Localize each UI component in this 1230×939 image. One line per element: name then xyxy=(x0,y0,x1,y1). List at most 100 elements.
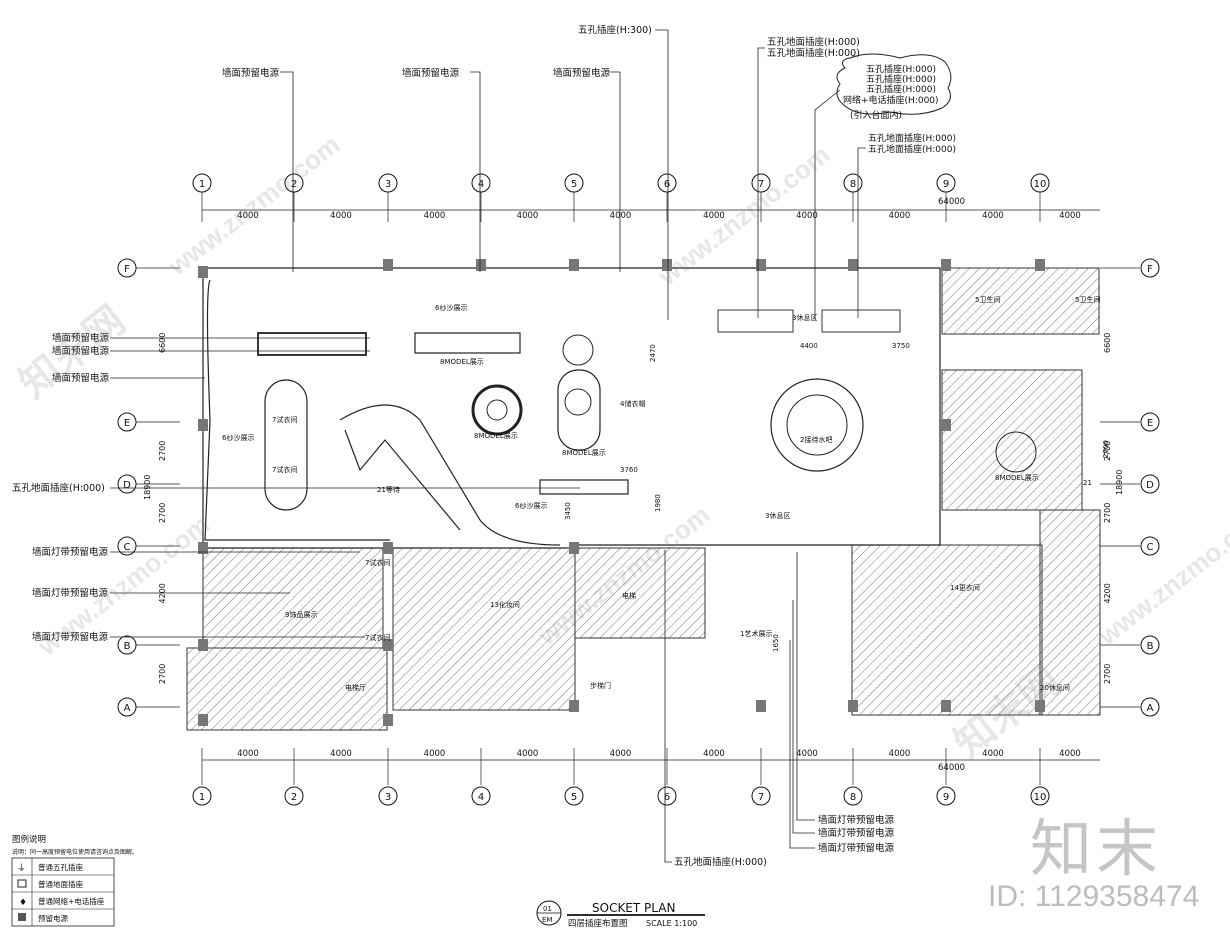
room-label: 21 xyxy=(1083,479,1092,487)
axis-label-right: E xyxy=(1147,418,1153,429)
axis-bubble-top xyxy=(284,173,304,193)
structural-column xyxy=(198,542,208,554)
dim-top: 4000 xyxy=(610,211,632,221)
room-label: 20休息间 xyxy=(1040,683,1070,692)
axis-bubble-left xyxy=(117,635,137,655)
axis-bubble-bottom xyxy=(936,786,956,806)
axis-bubble-top xyxy=(1030,173,1050,193)
room-label: 8MODEL展示 xyxy=(474,432,518,440)
axis-label-bottom: 8 xyxy=(850,792,856,803)
structural-columns xyxy=(198,259,1045,726)
room-label: 3休息区 xyxy=(792,313,817,322)
inner-dim: 1980 xyxy=(654,494,662,512)
bubble-top: 01 xyxy=(543,905,552,913)
legend-item: 普通网络+电话插座 xyxy=(38,896,105,906)
structural-column xyxy=(198,714,208,726)
inner-dim: 3450 xyxy=(564,502,572,520)
inner-dim: 2470 xyxy=(649,344,657,362)
axis-label-left: E xyxy=(124,418,130,429)
dim-right: 6600 xyxy=(1103,333,1112,353)
structural-column xyxy=(383,639,393,651)
reserved-power-icon xyxy=(18,913,26,921)
callout-left-1: 墙面预留电源 xyxy=(52,332,110,344)
room-label: 6纱沙展示 xyxy=(515,502,547,510)
dim-bottom: 4000 xyxy=(330,749,352,759)
room-label: 6纱沙展示 xyxy=(435,304,467,312)
zone-top-right xyxy=(941,267,1100,335)
callout-top-1: 墙面预留电源 xyxy=(222,67,280,79)
structural-column xyxy=(941,259,951,271)
inner-dim: 1650 xyxy=(772,634,780,652)
room-label: 电梯 xyxy=(622,591,636,600)
axis-label-left: C xyxy=(124,542,131,553)
axis-bubble-right xyxy=(1140,474,1160,494)
axis-bubble-left xyxy=(117,258,137,278)
dim-left: 2700 xyxy=(158,664,167,684)
cloud-line-2: 五孔插座(H:000) xyxy=(866,73,936,85)
legend-item: 普通五孔插座 xyxy=(38,862,83,872)
axis-label-bottom: 5 xyxy=(571,792,577,803)
room-label: 6纱沙展示 xyxy=(222,434,254,442)
axis-label-right: F xyxy=(1147,264,1153,275)
dim-top: 4000 xyxy=(889,211,911,221)
zone-right-model xyxy=(941,369,1083,511)
callout-left-text: 墙面预留电源 墙面预留电源 墙面预留电源 五孔地面插座(H:000) 墙面灯带预… xyxy=(12,332,110,643)
meeting-tables xyxy=(717,309,901,333)
axis-label-top: 4 xyxy=(478,179,484,190)
dim-bottom: 4000 xyxy=(517,749,539,759)
callout-left-6: 墙面灯带预留电源 xyxy=(32,587,109,599)
callout-bottom-2: 墙面灯带预留电源 xyxy=(818,814,895,826)
bottom-total-dim: 64000 xyxy=(938,763,965,773)
callout-top-5: 五孔地面插座(H:000) xyxy=(767,36,860,48)
axis-bubble-left xyxy=(117,474,137,494)
inner-dim: 3760 xyxy=(620,466,638,474)
structural-column xyxy=(569,259,579,271)
callout-left-7: 墙面灯带预留电源 xyxy=(32,631,109,643)
zone-stair xyxy=(186,647,388,731)
callout-bottom-4: 墙面灯带预留电源 xyxy=(818,842,895,854)
axis-label-left: A xyxy=(124,703,131,714)
right-total-dim: 18900 xyxy=(1115,470,1124,495)
dim-left: 2700 xyxy=(158,441,167,461)
axis-bubble-top xyxy=(657,173,677,193)
callout-right-top-1: 五孔地面插座(H:000) xyxy=(868,132,956,144)
callout-cloud-text: 五孔插座(H:000) 五孔插座(H:000) 五孔插座(H:000) 网络+电… xyxy=(843,63,939,121)
axis-label-right: A xyxy=(1147,703,1154,714)
legend: 图例说明 说明：同一高度预留电位使用请咨询点及图解。 ⏚ ♦ 普通五孔插座 普通… xyxy=(11,834,138,927)
axis-bubble-top xyxy=(471,173,491,193)
zone-rest xyxy=(1039,509,1101,716)
cloud-line-4: 网络+电话插座(H:000) xyxy=(843,94,939,106)
legend-item: 普通地面插座 xyxy=(38,879,83,889)
room-label: 7试衣间 xyxy=(272,415,297,424)
axis-bubble-bottom xyxy=(192,786,212,806)
dim-bottom: 4000 xyxy=(610,749,632,759)
dim-top: 4000 xyxy=(517,211,539,221)
dim-left: 2700 xyxy=(158,503,167,523)
axis-bubble-top xyxy=(751,173,771,193)
room-label: 8MODEL展示 xyxy=(562,449,606,457)
dim-top: 4000 xyxy=(237,211,259,221)
axis-bubble-left xyxy=(117,536,137,556)
structural-column xyxy=(662,259,672,271)
structural-column xyxy=(198,266,208,278)
structural-column xyxy=(383,259,393,271)
top-total-dim: 64000 xyxy=(938,197,965,207)
axis-bubble-bottom xyxy=(843,786,863,806)
legend-item: 预留电源 xyxy=(38,913,68,923)
axis-bubble-bottom xyxy=(751,786,771,806)
structural-column xyxy=(1035,259,1045,271)
axis-label-left: D xyxy=(123,480,131,491)
axis-bubble-bottom xyxy=(284,786,304,806)
dim-left: 6600 xyxy=(158,333,167,353)
structural-column xyxy=(756,259,766,271)
room-label: 8MODEL展示 xyxy=(440,358,484,366)
callout-left-2: 墙面预留电源 xyxy=(52,345,110,357)
axis-label-top: 2 xyxy=(291,179,297,190)
dim-bottom: 4000 xyxy=(889,749,911,759)
callout-left-5: 墙面灯带预留电源 xyxy=(32,546,109,558)
callout-left-4: 五孔地面插座(H:000) xyxy=(12,482,105,494)
callout-leaders xyxy=(110,29,866,863)
